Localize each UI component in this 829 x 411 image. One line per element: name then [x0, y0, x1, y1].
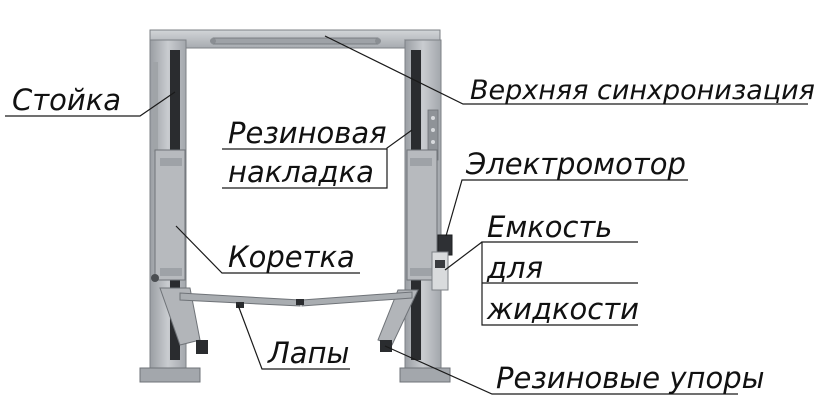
label-motor: Электромотор: [465, 147, 686, 181]
label-rubber-stops: Резиновые упоры: [496, 361, 765, 395]
label-tank-line2: для: [486, 251, 543, 285]
label-tank-line1: Емкость: [487, 210, 612, 244]
leader-tank-pointer: [444, 241, 483, 271]
left-post: [139, 39, 208, 383]
leader-lines: [5, 35, 808, 395]
label-stoyka: Стойка: [12, 83, 121, 117]
label-rubber-pad-line2: накладка: [228, 155, 374, 189]
right-post: [377, 39, 453, 383]
leader-upper-sync: [324, 35, 808, 105]
label-upper-sync: Верхняя синхронизация: [470, 75, 815, 106]
label-rubber-pad-line1: Резиновая: [228, 116, 387, 150]
leader-arms: [237, 304, 350, 370]
label-carriage: Коретка: [228, 240, 355, 274]
label-arms: Лапы: [267, 336, 349, 370]
labels: Стойка Верхняя синхронизация Резиновая н…: [12, 75, 815, 395]
leader-rubber-stops: [384, 345, 738, 395]
lifting-arms: [179, 291, 413, 308]
leader-stoyka: [5, 91, 176, 117]
leader-rubber-pad: [222, 129, 413, 189]
leader-motor: [445, 179, 688, 237]
leader-carriage: [175, 225, 360, 274]
lift-structure: [139, 29, 453, 383]
top-beam: [149, 29, 441, 71]
label-tank-line3: жидкости: [486, 292, 639, 326]
